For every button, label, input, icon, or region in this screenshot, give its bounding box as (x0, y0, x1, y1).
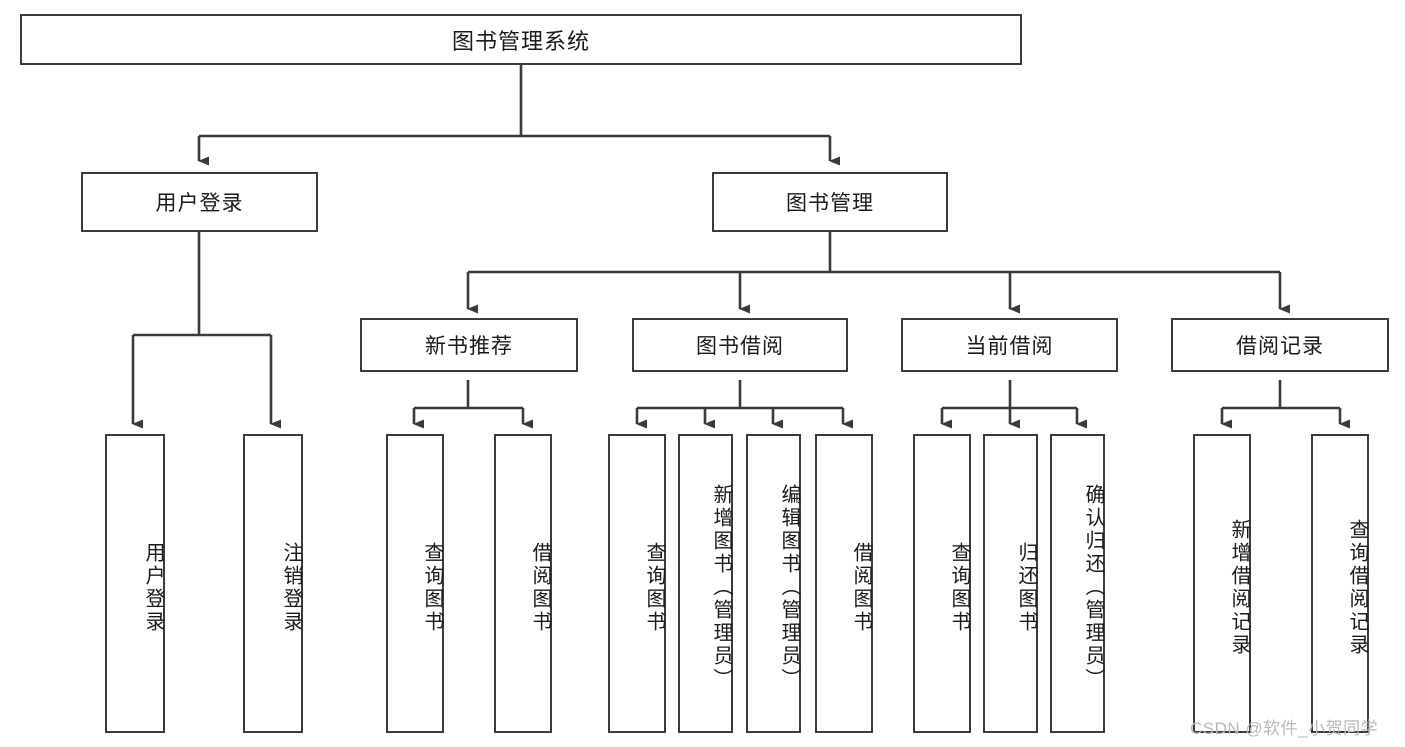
leaf-borrow-record-add-record[interactable]: 新增借阅记录 (1193, 434, 1251, 733)
node-label: 图书借阅 (696, 335, 784, 358)
leaf-current-borrow-return-book[interactable]: 归还图书 (983, 434, 1038, 733)
node-label: 新增图书（管理员） (710, 484, 732, 691)
leaf-borrow-record-query-record[interactable]: 查询借阅记录 (1311, 434, 1369, 733)
watermark-csdn: CSDN @软件_小贺同学 (1190, 719, 1379, 738)
node-label: 当前借阅 (965, 335, 1054, 358)
node-label: 查询图书 (643, 541, 665, 634)
node-label: 借阅图书 (529, 541, 551, 634)
node-new-book-recommend[interactable]: 新书推荐 (360, 318, 578, 372)
node-label: 用户登录 (155, 192, 244, 215)
node-label: 查询借阅记录 (1346, 518, 1368, 657)
leaf-book-borrow-query-book[interactable]: 查询图书 (608, 434, 666, 733)
node-book-borrow[interactable]: 图书借阅 (632, 318, 848, 372)
leaf-user-login-logout[interactable]: 注销登录 (243, 434, 303, 733)
leaf-new-book-query-book[interactable]: 查询图书 (386, 434, 444, 733)
node-borrow-record[interactable]: 借阅记录 (1171, 318, 1389, 372)
leaf-current-borrow-query-book[interactable]: 查询图书 (913, 434, 971, 733)
node-root-system[interactable]: 图书管理系统 (20, 14, 1022, 65)
node-label: 新书推荐 (425, 335, 513, 358)
node-book-management[interactable]: 图书管理 (712, 172, 948, 232)
node-label: 查询图书 (421, 541, 443, 634)
leaf-current-borrow-confirm-return-admin[interactable]: 确认归还（管理员） (1050, 434, 1105, 733)
leaf-book-borrow-edit-book-admin[interactable]: 编辑图书（管理员） (746, 434, 801, 733)
node-label: 编辑图书（管理员） (778, 484, 800, 691)
node-label: 归还图书 (1015, 541, 1037, 634)
node-current-borrow[interactable]: 当前借阅 (901, 318, 1118, 372)
leaf-new-book-borrow-book[interactable]: 借阅图书 (494, 434, 552, 733)
node-label: 图书管理 (786, 192, 874, 215)
node-label: 用户登录 (142, 541, 164, 634)
leaf-book-borrow-add-book-admin[interactable]: 新增图书（管理员） (678, 434, 733, 733)
node-label: 借阅图书 (850, 541, 872, 634)
leaf-book-borrow-borrow-book[interactable]: 借阅图书 (815, 434, 873, 733)
node-label: 借阅记录 (1236, 335, 1324, 358)
node-label: 查询图书 (948, 541, 970, 634)
node-label: 确认归还（管理员） (1082, 484, 1104, 691)
node-label: 新增借阅记录 (1228, 518, 1250, 657)
node-user-login[interactable]: 用户登录 (81, 172, 318, 232)
node-label: 注销登录 (280, 541, 302, 634)
node-label: 图书管理系统 (451, 28, 590, 54)
leaf-user-login-do-login[interactable]: 用户登录 (105, 434, 165, 733)
